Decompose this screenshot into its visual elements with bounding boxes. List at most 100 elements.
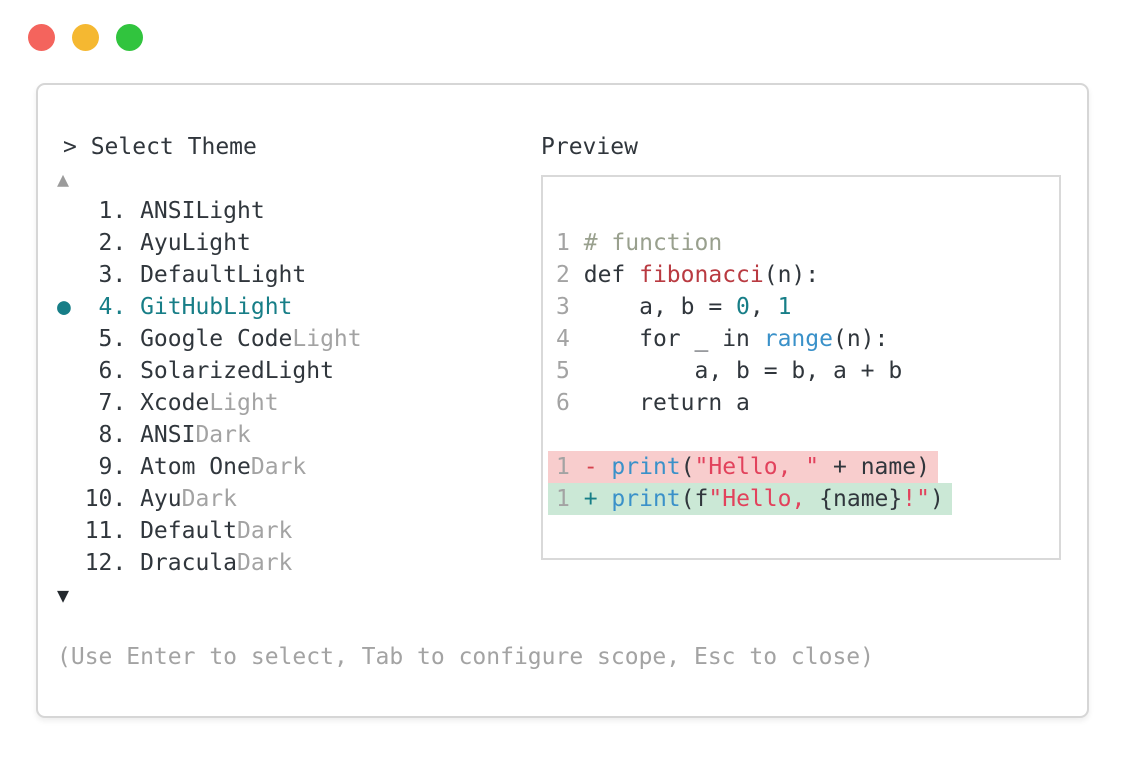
code-token: , bbox=[749, 294, 778, 320]
theme-item-3[interactable]: 3. Default Light bbox=[57, 259, 535, 291]
code-token: "Hello, bbox=[708, 486, 820, 512]
selection-marker bbox=[57, 451, 85, 483]
code-token: print bbox=[611, 454, 681, 480]
code-token: return a bbox=[583, 390, 750, 416]
scroll-up-icon[interactable]: ▲ bbox=[57, 167, 70, 191]
theme-item-number: 5. bbox=[98, 326, 127, 352]
theme-item-11[interactable]: 11.Default Dark bbox=[57, 515, 535, 547]
line-number: 1 bbox=[556, 486, 570, 512]
code-token: "Hello, " bbox=[694, 454, 820, 480]
code-line: 4 for _ in range(n): bbox=[556, 323, 1049, 355]
close-button[interactable] bbox=[28, 24, 55, 51]
code-token: print bbox=[611, 486, 681, 512]
theme-item-number: 6. bbox=[98, 358, 127, 384]
minimize-button[interactable] bbox=[72, 24, 99, 51]
theme-item-1[interactable]: 1.ANSI Light bbox=[57, 195, 535, 227]
select-theme-prompt: > Select Theme bbox=[63, 134, 257, 160]
theme-item-variant: Light bbox=[292, 326, 362, 352]
theme-item-name: Ayu bbox=[140, 230, 182, 256]
code-line: 6 return a bbox=[556, 387, 1049, 419]
selection-marker bbox=[57, 323, 85, 355]
theme-item-number: 3. bbox=[98, 262, 127, 288]
selection-marker bbox=[57, 195, 85, 227]
theme-item-name: Ayu bbox=[140, 486, 182, 512]
code-token: range bbox=[763, 326, 833, 352]
window-traffic-lights bbox=[28, 24, 143, 51]
code-token: (n): bbox=[763, 262, 820, 288]
selection-marker bbox=[57, 387, 85, 419]
theme-item-variant: Dark bbox=[250, 454, 307, 480]
theme-item-variant: Light bbox=[237, 262, 307, 288]
theme-item-7[interactable]: 7.Xcode Light bbox=[57, 387, 535, 419]
code-token: for _ in bbox=[583, 326, 764, 352]
theme-list-column: > Select Theme ▲ 1. ANSI Light 2. Ayu Light… bbox=[57, 131, 535, 611]
code-token: (n): bbox=[832, 326, 889, 352]
theme-item-12[interactable]: 12. Dracula Dark bbox=[57, 547, 535, 579]
theme-item-9[interactable]: 9.Atom One Dark bbox=[57, 451, 535, 483]
theme-picker-panel: > Select Theme ▲ 1. ANSI Light 2. Ayu Light… bbox=[36, 83, 1089, 718]
theme-item-name: ANSI bbox=[140, 198, 196, 224]
theme-item-4[interactable]: ●4.GitHub Light bbox=[57, 291, 535, 323]
code-token: + name) bbox=[819, 454, 930, 480]
scroll-down-icon[interactable]: ▼ bbox=[57, 583, 70, 607]
code-token: + bbox=[583, 486, 612, 512]
theme-item-6[interactable]: 6.Solarized Light bbox=[57, 355, 535, 387]
selection-marker bbox=[57, 355, 85, 387]
code-line: 1 # function bbox=[556, 227, 1049, 259]
code-token: 1 bbox=[777, 294, 792, 320]
theme-item-8[interactable]: 8. ANSI Dark bbox=[57, 419, 535, 451]
theme-item-variant: Dark bbox=[195, 422, 251, 448]
selection-marker bbox=[57, 515, 85, 547]
code-token: - bbox=[583, 454, 612, 480]
selection-marker bbox=[57, 259, 85, 291]
line-number: 4 bbox=[556, 326, 570, 352]
theme-item-number: 10. bbox=[84, 486, 127, 512]
code-token: a, b = b, a + b bbox=[583, 358, 903, 384]
theme-item-number: 12. bbox=[84, 550, 127, 576]
theme-item-number: 9. bbox=[98, 454, 127, 480]
code-token: # function bbox=[583, 230, 723, 256]
selection-marker bbox=[57, 483, 85, 515]
theme-item-10[interactable]: 10.Ayu Dark bbox=[57, 483, 535, 515]
code-token: ( bbox=[680, 454, 695, 480]
theme-item-variant: Dark bbox=[237, 518, 293, 544]
code-line: 5 a, b = b, a + b bbox=[556, 355, 1049, 387]
code-token: ) bbox=[929, 486, 944, 512]
theme-item-variant: Light bbox=[209, 390, 279, 416]
code-token: (f bbox=[680, 486, 709, 512]
diff-line-addition: 1 + print(f"Hello, {name}!") bbox=[548, 483, 952, 515]
theme-item-5[interactable]: 5. Google Code Light bbox=[57, 323, 535, 355]
theme-item-number: 11. bbox=[84, 518, 127, 544]
line-number: 1 bbox=[556, 230, 570, 256]
theme-item-name: Dracula bbox=[140, 550, 237, 576]
code-line: 3 a, b = 0, 1 bbox=[556, 291, 1049, 323]
theme-item-name: ANSI bbox=[140, 422, 196, 448]
diff-line-deletion: 1 - print("Hello, " + name) bbox=[548, 451, 938, 483]
theme-item-variant: Dark bbox=[237, 550, 293, 576]
line-number: 5 bbox=[556, 358, 570, 384]
code-token: !" bbox=[902, 486, 930, 512]
selection-marker bbox=[57, 547, 85, 579]
code-token: 0 bbox=[736, 294, 750, 320]
theme-item-name: GitHub bbox=[140, 294, 224, 320]
theme-item-2[interactable]: 2. Ayu Light bbox=[57, 227, 535, 259]
line-number: 3 bbox=[556, 294, 570, 320]
theme-item-number: 8. bbox=[98, 422, 127, 448]
theme-item-name: Default bbox=[140, 262, 237, 288]
selection-bullet-icon: ● bbox=[57, 294, 71, 320]
theme-item-number: 2. bbox=[98, 230, 127, 256]
preview-title: Preview bbox=[541, 134, 638, 160]
zoom-button[interactable] bbox=[116, 24, 143, 51]
theme-item-number: 7. bbox=[98, 390, 127, 416]
theme-item-variant: Light bbox=[181, 230, 251, 256]
selection-marker bbox=[57, 419, 85, 451]
line-number: 1 bbox=[556, 454, 570, 480]
theme-item-name: Google Code bbox=[140, 326, 293, 352]
theme-item-name: Solarized bbox=[140, 358, 265, 384]
theme-item-number: 1. bbox=[98, 198, 127, 224]
theme-item-variant: Light bbox=[223, 294, 293, 320]
help-text: (Use Enter to select, Tab to configure s… bbox=[57, 644, 874, 670]
